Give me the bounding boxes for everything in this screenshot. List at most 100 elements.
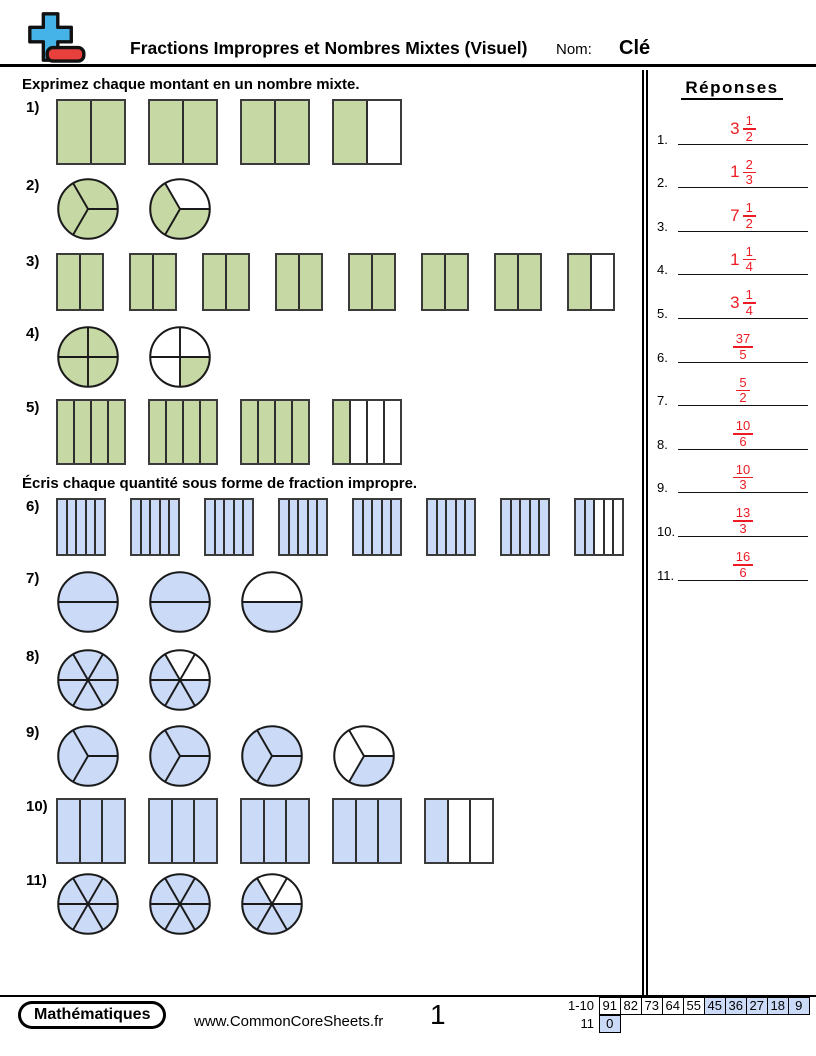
fraction-rect-part: [103, 800, 125, 862]
question-number: 5): [26, 399, 40, 416]
fraction-rectangle: [148, 798, 218, 864]
fraction-rect-part: [276, 401, 293, 463]
fraction-circle: [241, 725, 303, 787]
question-shapes: [56, 253, 615, 311]
fraction-rect-part: [206, 500, 216, 554]
fraction-numerator: 37: [735, 330, 751, 346]
fraction-rect-part: [426, 800, 449, 862]
score-cell: 45: [703, 997, 726, 1015]
fraction-rect-part: [308, 500, 319, 554]
main-area: Exprimez chaque montant en un nombre mix…: [0, 70, 816, 995]
fraction-rect-part: [92, 101, 124, 163]
question-row: 8): [22, 648, 642, 712]
fraction-rect-part: [86, 500, 97, 554]
fraction-rect-part: [569, 255, 592, 309]
fraction-rect-part: [150, 401, 167, 463]
question-shapes: [56, 648, 212, 712]
fraction-numerator: 1: [745, 200, 753, 216]
score-row-label: 1-10: [567, 998, 594, 1013]
fraction-rectangle: [275, 253, 323, 311]
answer-line: [678, 317, 808, 319]
fraction-rect-part: [75, 401, 92, 463]
question-number: 6): [26, 498, 40, 515]
answer-number: 10.: [657, 523, 676, 539]
score-cell: 0: [598, 1015, 621, 1033]
fraction-bar: [742, 215, 756, 217]
fraction-rect-part: [225, 500, 235, 554]
fraction-numerator: 1: [745, 287, 753, 303]
fraction-rectangle: [278, 498, 328, 556]
fraction-rectangle: [240, 99, 310, 165]
question-row: 1): [22, 99, 642, 165]
fraction-rect-part: [502, 500, 512, 554]
fraction-denominator: 3: [745, 172, 753, 188]
answer-number: 3.: [657, 218, 668, 234]
score-cell: 27: [745, 997, 768, 1015]
fraction-rect-part: [58, 101, 92, 163]
page-number: 1: [430, 999, 446, 1030]
fraction-bar: [742, 128, 756, 130]
fraction-rect-part: [496, 255, 519, 309]
answer-line: [678, 579, 808, 581]
fraction-rect-part: [132, 500, 142, 554]
fraction-rect-part: [379, 800, 401, 862]
fraction-rect-part: [585, 500, 596, 554]
question-row: 11): [22, 872, 642, 936]
question-row: 9): [22, 724, 642, 788]
fraction-rect-part: [96, 500, 104, 554]
fraction-rectangle: [574, 498, 624, 556]
fraction-denominator: 6: [739, 564, 747, 580]
fraction-rect-part: [154, 255, 175, 309]
answers-title-text: Réponses: [681, 78, 783, 100]
fraction-rect-part: [244, 500, 252, 554]
fraction-rect-part: [437, 500, 448, 554]
answer-number: 1.: [657, 131, 668, 147]
fraction-rect-part: [300, 255, 321, 309]
answer-line: [678, 492, 808, 494]
score-cell: 91: [598, 997, 621, 1015]
fraction-rectangle: [148, 399, 218, 465]
fraction-rect-part: [287, 800, 309, 862]
fraction-rectangle: [421, 253, 469, 311]
fraction-rectangle: [567, 253, 615, 311]
answer-line: [678, 230, 808, 232]
question-shapes: [56, 399, 402, 465]
fraction-rect-part: [67, 500, 78, 554]
fraction-rect-part: [58, 255, 81, 309]
questions-area: Exprimez chaque montant en un nombre mix…: [0, 70, 642, 995]
question-shapes: [56, 498, 624, 556]
fraction-rect-part: [363, 500, 374, 554]
fraction-rectangle: [332, 399, 402, 465]
fraction-rect-part: [289, 500, 300, 554]
fraction-numerator: 16: [735, 548, 751, 564]
fraction-rectangle: [332, 798, 402, 864]
answer-number: 6.: [657, 349, 668, 365]
question-number: 11): [26, 872, 47, 889]
fraction-rectangle: [56, 798, 126, 864]
fraction-rect-part: [614, 500, 622, 554]
fraction-rectangle: [352, 498, 402, 556]
fraction-rect-part: [167, 401, 184, 463]
section-instruction: Écris chaque quantité sous forme de frac…: [22, 475, 418, 492]
fraction-bar: [732, 476, 754, 479]
fraction-rect-part: [373, 255, 394, 309]
fraction-rect-part: [356, 800, 380, 862]
fraction-rect-part: [277, 255, 300, 309]
answer-line: [678, 187, 808, 189]
fraction-rect-part: [466, 500, 474, 554]
fraction-rect-part: [540, 500, 548, 554]
fraction-rect-part: [392, 500, 400, 554]
